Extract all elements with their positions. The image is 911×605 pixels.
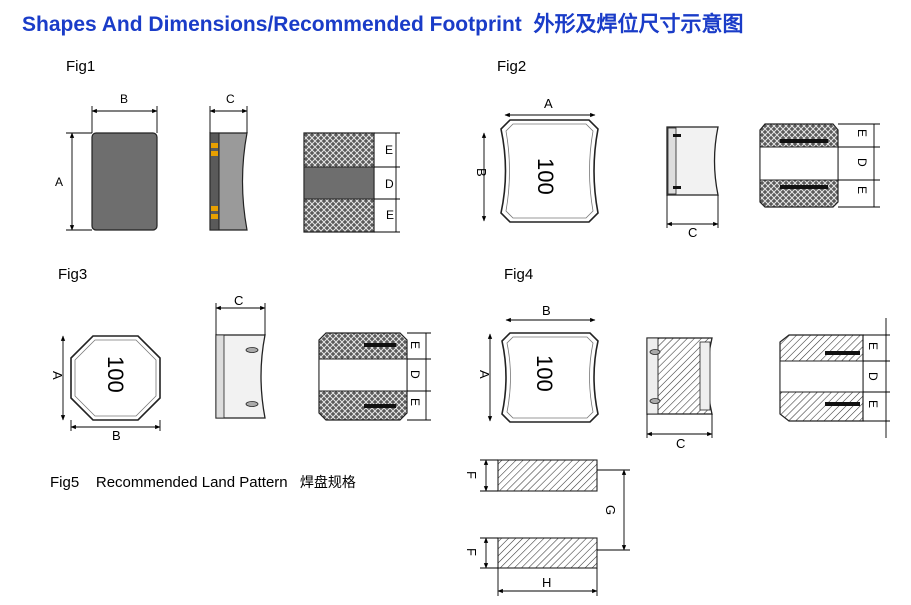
fig1-dim-e-bottom: E (386, 208, 394, 222)
fig1-dim-a: A (55, 175, 63, 189)
fig2-dim-e-bottom: E (855, 186, 869, 194)
fig4-side-view: C (646, 337, 713, 451)
page-title: Shapes And Dimensions/Recommended Footpr… (22, 8, 743, 38)
fig1-label: Fig1 (66, 58, 96, 75)
fig2-bottom-view: E D E (759, 123, 880, 208)
fig2-dim-a: A (544, 96, 553, 111)
fig2-dim-c: C (688, 225, 697, 240)
fig5-label: Fig5 Recommended Land Pattern 焊盘规格 (50, 472, 356, 492)
fig4-dim-e-top: E (866, 342, 880, 350)
fig4-dim-b: B (542, 303, 551, 318)
fig5-dim-h: H (542, 575, 551, 590)
fig3-dim-c: C (234, 293, 243, 308)
fig2-dim-e-top: E (855, 129, 869, 137)
fig2-top-view: 100 A B (474, 96, 599, 223)
fig3-bottom-view: E D E (318, 332, 431, 421)
title-chinese: 外形及焊位尺寸示意图 (533, 13, 744, 36)
fig4-dim-c: C (676, 436, 685, 451)
fig2-dim-b: B (474, 168, 489, 177)
fig1-side-view: C (209, 92, 248, 231)
fig3-top-view: 100 B A (50, 335, 161, 443)
fig2-side-view: C (666, 126, 719, 240)
fig4-dim-a: A (477, 370, 492, 379)
land-pad-bottom (497, 537, 598, 569)
fig3-dim-e-top: E (408, 341, 422, 349)
fig5-dim-g: G (603, 505, 618, 515)
fig5-dim-f-top: F (464, 471, 479, 479)
fig2-dim-d: D (855, 158, 869, 167)
land-pad-top (497, 459, 598, 492)
fig5-caption-zh: 焊盘规格 (299, 474, 356, 490)
fig4-bottom-view: E D E (779, 318, 890, 438)
fig4-marking: 100 (532, 355, 557, 392)
fig3-dim-b: B (112, 428, 121, 443)
fig4-dim-e-bottom: E (866, 400, 880, 408)
fig5-caption: Recommended Land Pattern (95, 474, 288, 491)
fig4-label: Fig4 (504, 266, 534, 283)
fig5-dim-f-bottom: F (464, 548, 479, 556)
fig1-bottom-view: E D E (303, 132, 400, 233)
fig5-land-pattern: F F G H (464, 459, 630, 596)
fig3-dim-e-bottom: E (408, 398, 422, 406)
fig4-top-view: 100 B A (477, 303, 599, 423)
title-english: Shapes And Dimensions/Recommended Footpr… (22, 13, 522, 36)
fig3-side-view: C (215, 293, 266, 419)
fig2-label: Fig2 (497, 58, 527, 75)
fig1-dim-d: D (385, 177, 394, 191)
fig4-dim-d: D (866, 372, 880, 381)
fig3-dim-d: D (408, 370, 422, 379)
fig3-marking: 100 (103, 356, 128, 393)
fig2-marking: 100 (533, 158, 558, 195)
fig1-dim-c: C (226, 92, 235, 106)
fig3-dim-a: A (50, 371, 65, 380)
fig3-label: Fig3 (58, 266, 88, 283)
fig1-dim-e-top: E (385, 143, 393, 157)
fig5-number: Fig5 (50, 474, 80, 491)
fig1-dim-b: B (120, 92, 128, 106)
fig1-top-view: B A (55, 92, 158, 231)
